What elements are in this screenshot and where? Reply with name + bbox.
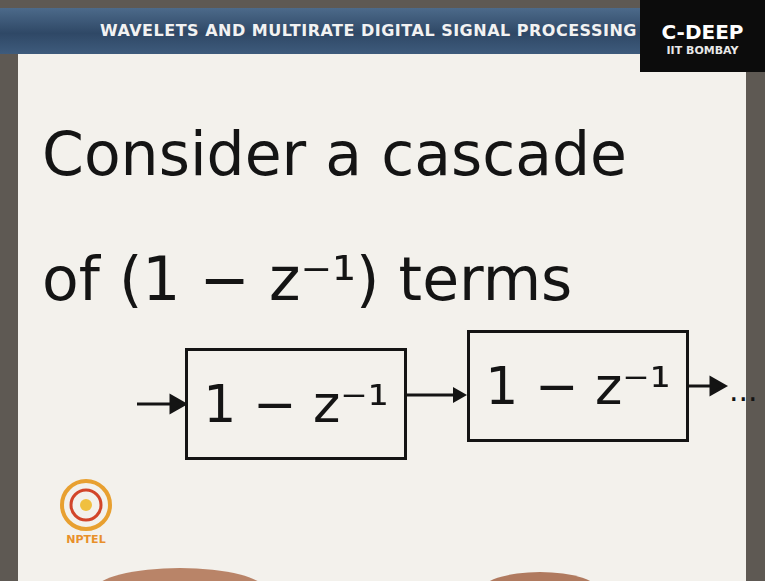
hand bbox=[480, 572, 600, 581]
nptel-emblem bbox=[62, 481, 110, 529]
transfer-box: 1 − z⁻¹ bbox=[185, 348, 407, 460]
continuation-dots: ... bbox=[729, 373, 758, 408]
box-text: 1 − z⁻¹ bbox=[485, 356, 670, 416]
input-arrow bbox=[137, 403, 173, 406]
handwritten-heading: Consider a cascade of (1 − z⁻¹) terms bbox=[42, 92, 692, 342]
logo-text: C-DEEP bbox=[640, 20, 765, 44]
logo-subtext: IIT BOMBAY bbox=[640, 44, 765, 57]
transfer-box: 1 − z⁻¹ bbox=[467, 330, 689, 442]
box-text: 1 − z⁻¹ bbox=[203, 374, 388, 434]
banner-title: WAVELETS AND MULTIRATE DIGITAL SIGNAL PR… bbox=[100, 21, 630, 40]
hand bbox=[95, 568, 265, 581]
output-arrow bbox=[689, 385, 713, 388]
signal-arrow bbox=[407, 387, 467, 403]
logo-caption: NPTEL bbox=[56, 533, 116, 546]
